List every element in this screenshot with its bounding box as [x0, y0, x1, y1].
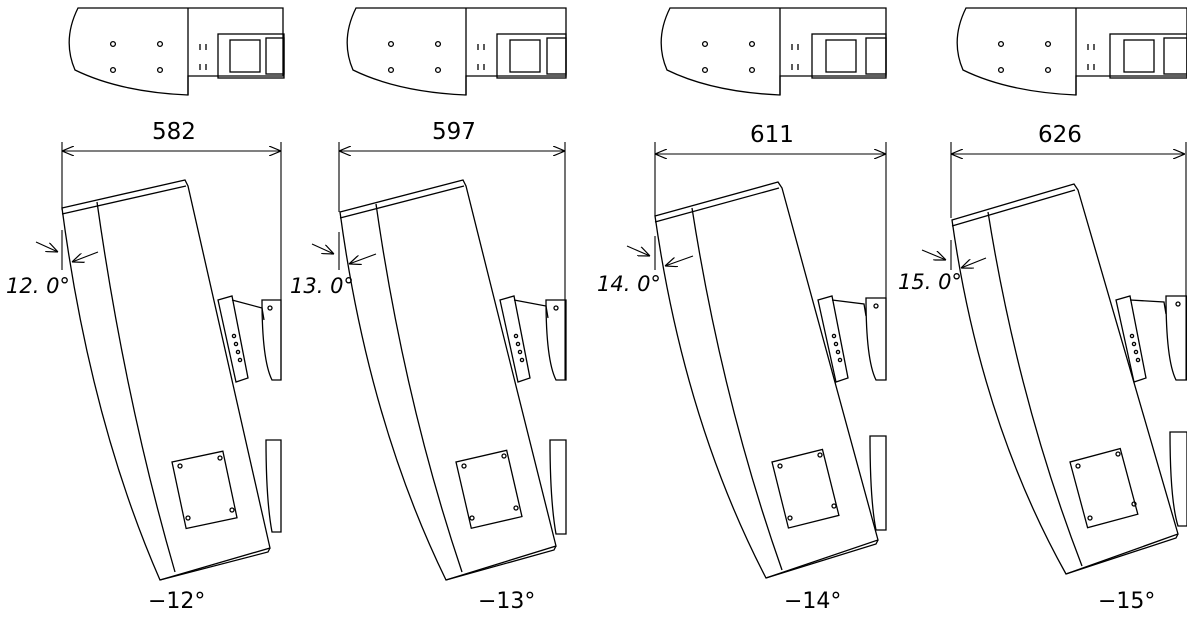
angle-label: 15. 0°: [898, 270, 962, 294]
speaker-side-view: [339, 179, 567, 581]
width-label: 611: [750, 122, 794, 148]
speaker-top-view: [68, 7, 285, 96]
panel-1: 582 12. 0°: [6, 7, 285, 614]
width-dimension: [654, 142, 887, 380]
speaker-top-view: [346, 7, 567, 96]
panel-3: 611 14. 0°: [597, 7, 887, 614]
angle-arc: [626, 236, 694, 270]
tilt-label: −12°: [148, 589, 205, 614]
angle-label: 12. 0°: [6, 274, 70, 298]
width-dimension: [950, 142, 1187, 380]
width-label: 626: [1038, 122, 1082, 148]
angle-arc: [311, 232, 377, 270]
width-label: 582: [152, 119, 196, 145]
width-label: 597: [432, 119, 476, 145]
speaker-side-view: [61, 179, 282, 581]
panel-4: 626 15. 0°: [898, 7, 1187, 614]
speaker-side-view: [654, 181, 887, 579]
angle-label: 14. 0°: [597, 272, 661, 296]
width-dimension: [61, 142, 282, 380]
speaker-side-view: [951, 183, 1187, 575]
speaker-top-view: [660, 7, 887, 96]
angle-arc: [921, 240, 987, 270]
tilt-label: −14°: [784, 589, 841, 614]
angle-label: 13. 0°: [290, 274, 354, 298]
width-dimension: [338, 142, 566, 380]
speaker-top-view: [956, 7, 1187, 96]
tilt-label: −13°: [478, 589, 535, 614]
tilt-label: −15°: [1098, 589, 1155, 614]
angle-arc: [35, 230, 99, 270]
panel-2: 597 13. 0°: [290, 7, 567, 614]
